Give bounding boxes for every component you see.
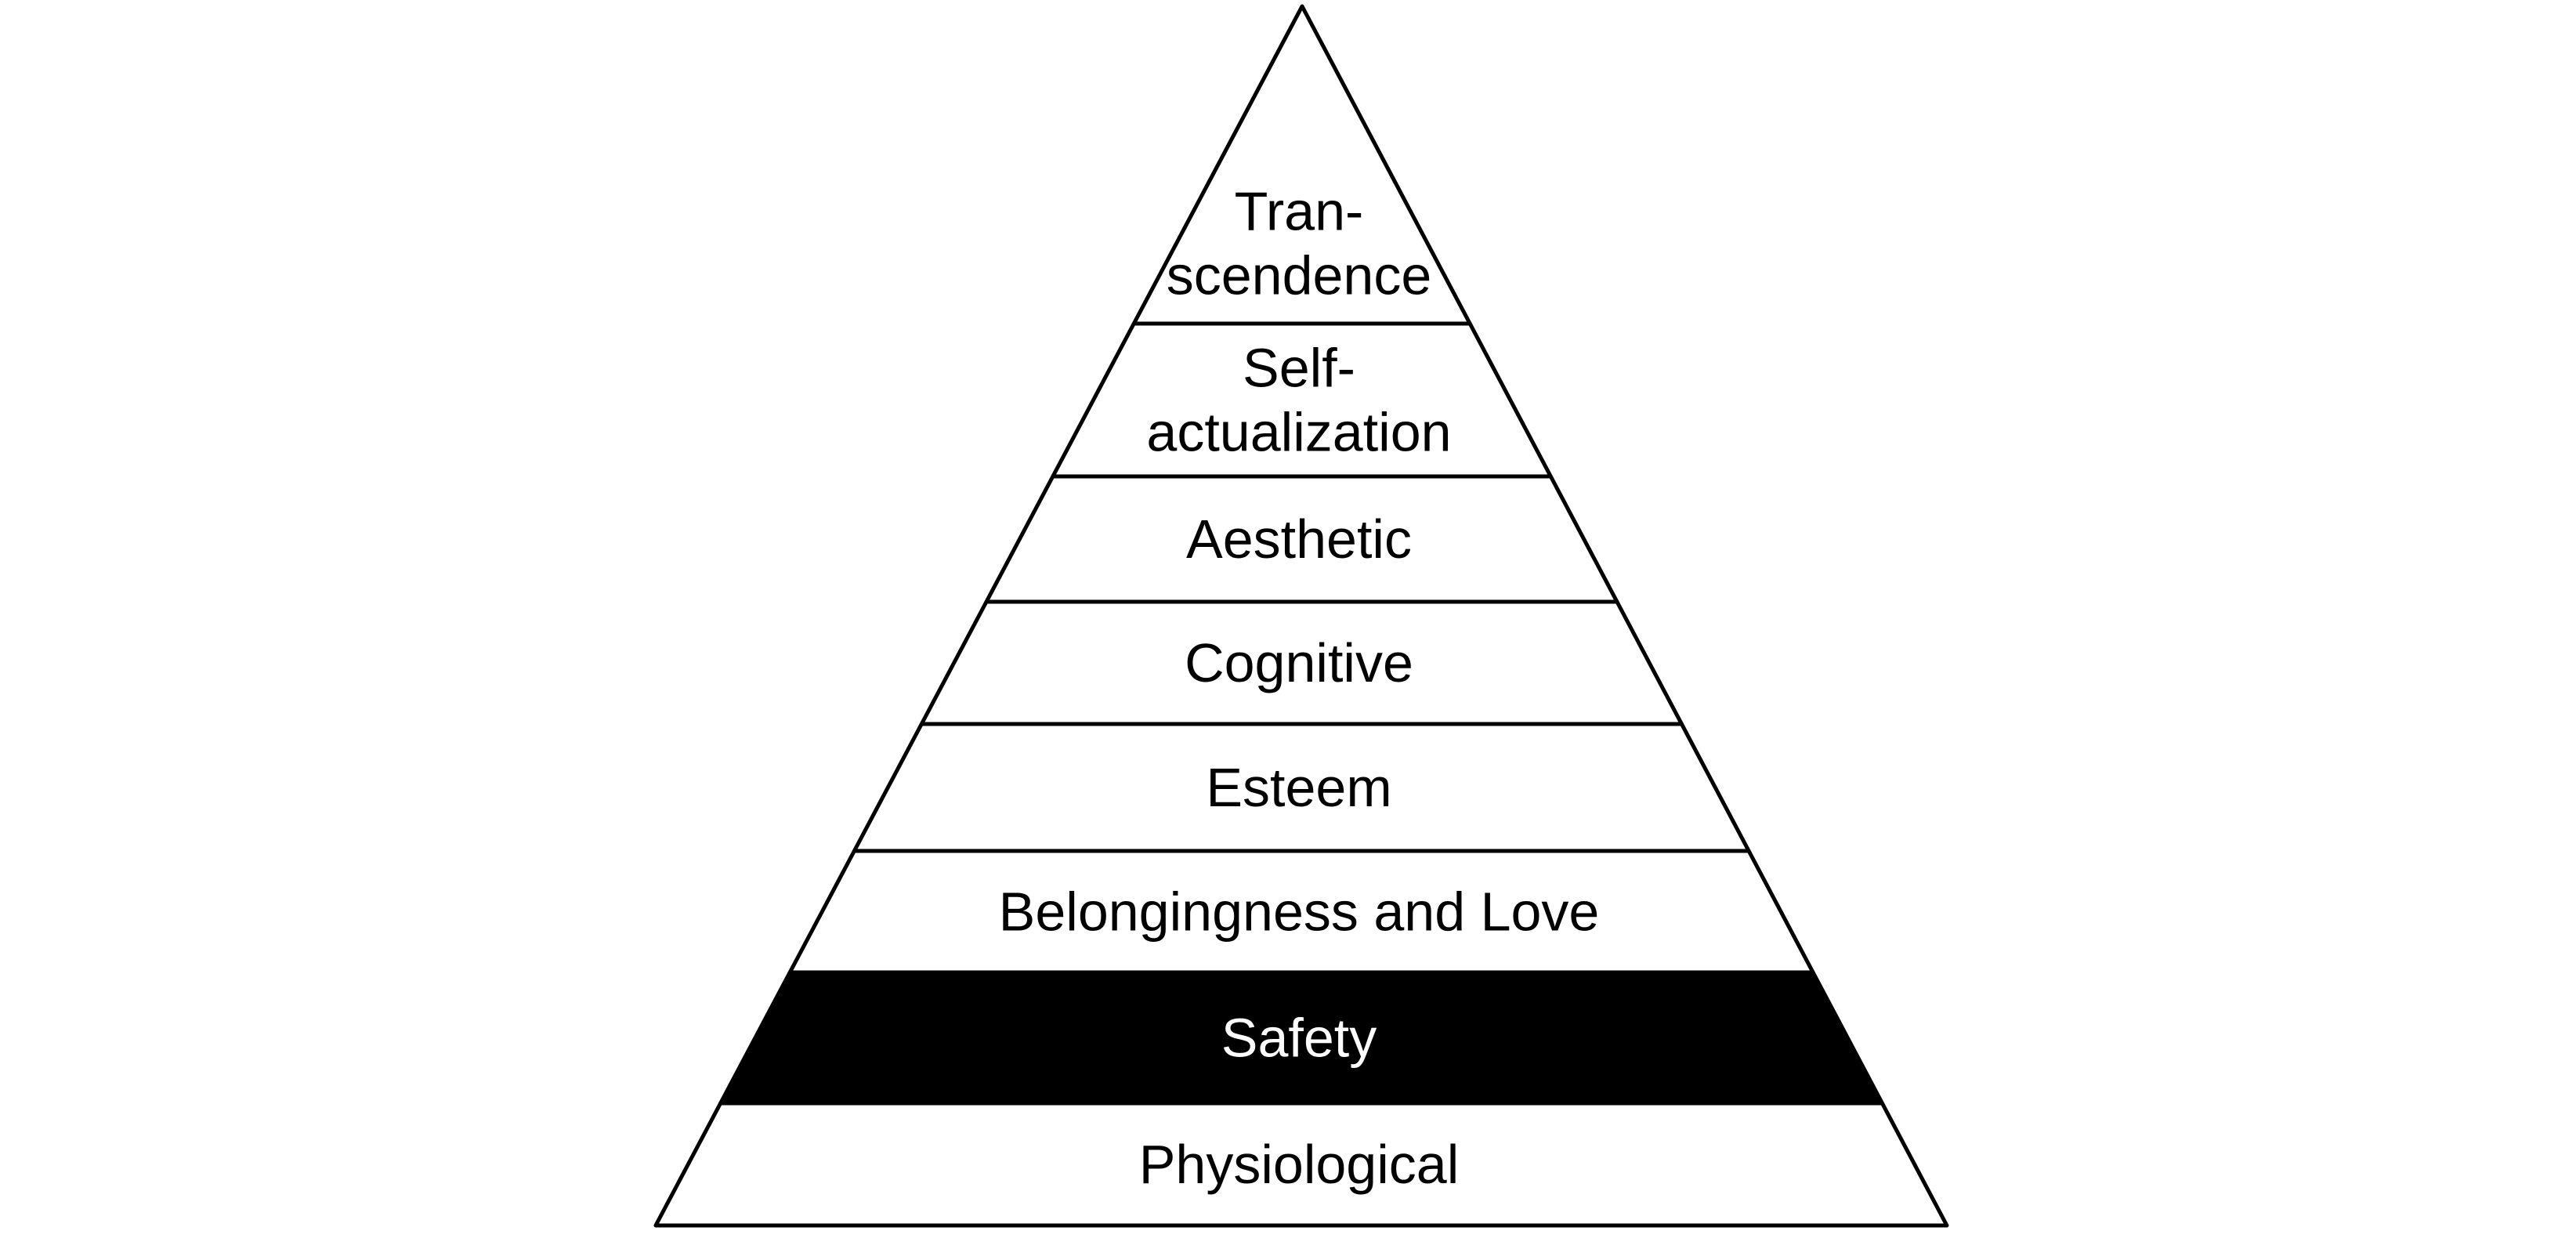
pyramid-label-cognitive-line-1: Cognitive <box>1185 632 1413 693</box>
pyramid-label-safety-line-1: Safety <box>1221 1008 1377 1069</box>
pyramid-label-esteem-line-1: Esteem <box>1206 757 1391 818</box>
pyramid-label-tran-scendence-line-1: Tran- <box>1235 181 1364 242</box>
pyramid-label-physiological-line-1: Physiological <box>1139 1134 1460 1195</box>
pyramid-label-self-actualization-line-2: actualization <box>1146 402 1451 463</box>
pyramid-label-belongingness-and-love-line-1: Belongingness and Love <box>999 881 1600 943</box>
pyramid-label-tran-scendence-line-2: scendence <box>1167 245 1432 306</box>
pyramid-level-physiological <box>653 1101 1949 1228</box>
pyramid-label-aesthetic-line-1: Aesthetic <box>1186 509 1412 570</box>
pyramid-label-self-actualization-line-1: Self- <box>1243 338 1355 399</box>
